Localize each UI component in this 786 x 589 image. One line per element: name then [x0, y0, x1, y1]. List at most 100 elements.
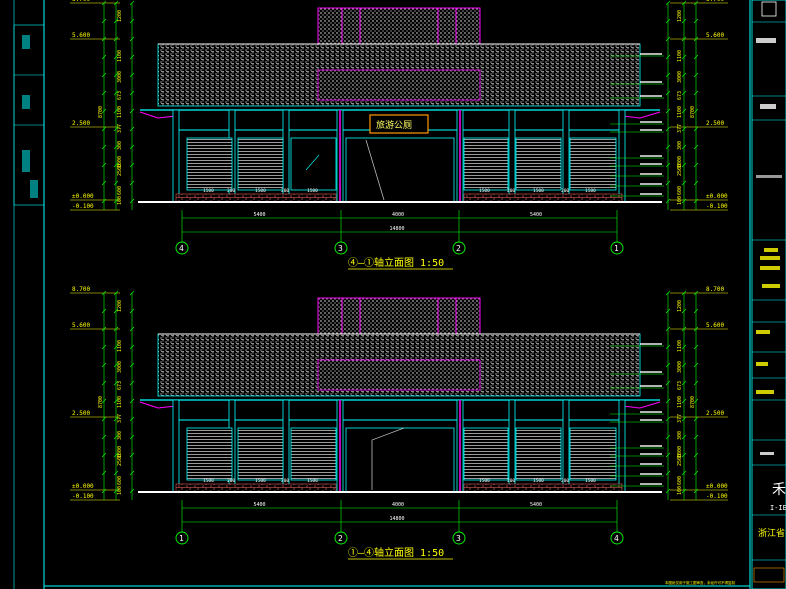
axis-label: 4 [179, 244, 184, 253]
dim-tick [113, 380, 119, 386]
dim-tick [681, 198, 687, 204]
leader-note [640, 483, 662, 485]
dim-tick [129, 144, 135, 150]
title-company-big: 禾 [772, 482, 786, 498]
vertical-dim-text-left: 1200 [117, 10, 123, 22]
dim-tick [113, 126, 119, 132]
span-dim: 5400 [530, 502, 542, 508]
dim-tick [113, 180, 119, 186]
dim-tick [101, 344, 107, 350]
dim-tick [129, 290, 135, 296]
dim-tick [681, 180, 687, 186]
dim-tick [665, 326, 671, 332]
level-mark-right: 8.700 [706, 0, 724, 3]
dim-tick [665, 126, 671, 132]
leader-note [640, 411, 662, 413]
overall-dim: 14800 [390, 516, 405, 522]
level-mark-right: 2.500 [706, 410, 724, 417]
elevation-4-1: 8.7008.7005.6005.6002.5002.500±0.000±0.0… [70, 0, 728, 270]
dim-tick [113, 90, 119, 96]
window-dim-right: 1500 [585, 478, 596, 484]
window-dim-left: 200 [281, 188, 289, 194]
span-dim: 5400 [254, 212, 266, 218]
dim-tick [665, 362, 671, 368]
dim-tick [113, 470, 119, 476]
vertical-dim-text-left: 3000 [117, 71, 123, 83]
window-dim-left: 1500 [307, 478, 318, 484]
dim-tick [681, 416, 687, 422]
dim-tick [101, 162, 107, 168]
level-mark-right: 5.600 [706, 32, 724, 39]
leader-note [640, 343, 662, 345]
eave-bracket-left [139, 111, 177, 119]
dim-tick [681, 72, 687, 78]
dim-tick [681, 0, 687, 6]
dim-tick [113, 326, 119, 332]
leader-note [640, 385, 662, 387]
dim-tick [113, 398, 119, 404]
dim-tick [101, 308, 107, 314]
dim-tick [681, 470, 687, 476]
dim-tick [681, 290, 687, 296]
dim-tick [101, 126, 107, 132]
dim-tick [129, 180, 135, 186]
vertical-dim-text-left: 100 [117, 486, 123, 495]
vertical-dim-text-left: 1200 [117, 300, 123, 312]
level-mark-left: 5.600 [72, 32, 90, 39]
axis-bubble [334, 241, 348, 255]
dim-tick [665, 434, 671, 440]
vertical-dim-text-left: 100 [117, 196, 123, 205]
dim-tick [693, 326, 699, 332]
dim-tick [665, 90, 671, 96]
window-dim-left: 1500 [203, 478, 214, 484]
dim-tick [101, 290, 107, 296]
dim-tick [681, 326, 687, 332]
dim-tick [129, 36, 135, 42]
dim-tick [665, 180, 671, 186]
dim-tick [681, 488, 687, 494]
dim-tick [681, 18, 687, 24]
dim-tick [129, 54, 135, 60]
dim-tick [129, 0, 135, 6]
dim-tick [693, 380, 699, 386]
dim-tick [113, 54, 119, 60]
eave-bracket-right [621, 111, 661, 119]
dim-tick [665, 18, 671, 24]
dim-tick [693, 290, 699, 296]
window-dim-left: 200 [227, 188, 235, 194]
level-mark-left: ±0.000 [72, 193, 94, 200]
leader-note [640, 95, 662, 97]
window-dim-right: 1500 [479, 478, 490, 484]
dim-tick [101, 144, 107, 150]
dim-tick [101, 398, 107, 404]
window-dim-right: 1500 [533, 478, 544, 484]
window-dim-left: 1500 [255, 478, 266, 484]
window-dim-left: 1500 [255, 188, 266, 194]
level-mark-left: 8.700 [72, 0, 90, 3]
elevation-title: ④—①轴立面图 1:50 [348, 256, 444, 269]
leader-note [640, 193, 662, 195]
dim-tick [665, 36, 671, 42]
dim-tick [113, 0, 119, 6]
vertical-dim-text-left: 2500 [117, 454, 123, 466]
leader-note [640, 371, 662, 373]
dim-tick [693, 344, 699, 350]
vertical-dim-text-right: 1200 [677, 10, 683, 22]
eave-bracket-right [621, 401, 661, 409]
louver-window [186, 137, 233, 191]
dim-tick [665, 144, 671, 150]
level-mark-right: ±0.000 [706, 483, 728, 490]
dim-tick [129, 344, 135, 350]
axis-bubble [175, 531, 189, 545]
dim-tick [681, 54, 687, 60]
dim-tick [129, 18, 135, 24]
dim-tick [665, 72, 671, 78]
vertical-dim-text-left: 1100 [117, 106, 123, 118]
dim-tick [113, 452, 119, 458]
leader-note [640, 121, 662, 123]
dim-tick [693, 180, 699, 186]
dim-tick [129, 416, 135, 422]
dim-tick [113, 162, 119, 168]
stone-base-right [463, 483, 623, 493]
